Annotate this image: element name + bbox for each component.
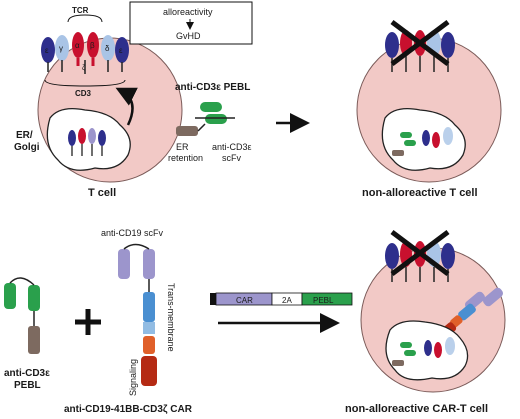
pebl-construct-bottom: anti-CD3ε PEBL xyxy=(4,277,50,391)
er-retention-label-2: retention xyxy=(168,153,203,163)
construct-pebl-label: PEBL xyxy=(313,296,334,305)
tcr-bracket xyxy=(67,14,103,23)
cross-mark-icon xyxy=(390,230,450,276)
cd3-epsilon-left xyxy=(41,37,55,63)
pebl-construct-top: anti-CD3ε PEBL ER retention anti-CD3ε sc… xyxy=(168,82,252,163)
pebl-title-top: anti-CD3ε PEBL xyxy=(175,82,250,93)
signaling-label: Signaling xyxy=(128,359,138,396)
tcr-beta xyxy=(87,32,99,58)
er-receptors xyxy=(68,128,106,156)
export-arrow xyxy=(115,87,138,126)
scfv-label-1: anti-CD3ε xyxy=(212,142,252,152)
chain-e-right: ε xyxy=(119,46,123,55)
car-construct: anti-CD19 scFv Trans-membrane Signaling … xyxy=(64,228,193,415)
transmembrane-label: Trans-membrane xyxy=(166,283,176,352)
er-golgi-label-2: Golgi xyxy=(14,142,40,153)
tcr-cd3-complex: ε γ α β δ ε ζ xyxy=(41,32,129,74)
alloreactivity-label: alloreactivity xyxy=(163,7,213,17)
gvhd-label: GvHD xyxy=(176,31,201,41)
tcr-alpha xyxy=(72,32,84,58)
scfv-domain-2 xyxy=(205,114,227,124)
er-retention-domain xyxy=(176,126,198,136)
cd3-label: CD3 xyxy=(75,89,92,98)
pebl-bottom-label-2: PEBL xyxy=(14,380,41,391)
chain-z: ζ xyxy=(82,65,85,72)
non-allo-car-label: non-alloreactive CAR-T cell xyxy=(345,403,488,415)
t-cell: ε γ α β δ ε ζ TCR CD3 ER/ Golgi T cell xyxy=(14,6,183,199)
cd3-delta xyxy=(101,35,115,61)
cd3-bracket xyxy=(44,79,126,87)
pebl-bottom-label-1: anti-CD3ε xyxy=(4,368,50,379)
car-title: anti-CD19-41BB-CD3ζ CAR xyxy=(64,404,193,415)
er-golgi-label-1: ER/ xyxy=(16,130,33,141)
er-retention-label-1: ER xyxy=(176,142,189,152)
tcr-label: TCR xyxy=(72,6,89,15)
cross-mark-icon xyxy=(390,20,450,66)
cd3-epsilon-right xyxy=(115,37,129,63)
chain-b: β xyxy=(90,41,95,50)
chain-d: δ xyxy=(105,44,110,53)
alloreactivity-box: alloreactivity GvHD xyxy=(129,1,253,45)
construct-car-label: CAR xyxy=(236,296,253,305)
expression-construct: CAR 2A PEBL xyxy=(210,292,353,306)
plus-icon xyxy=(75,309,101,335)
construct-2a-label: 2A xyxy=(282,296,292,305)
chain-a: α xyxy=(75,41,80,50)
chain-g: γ xyxy=(59,44,63,53)
non-allo-t-label: non-alloreactive T cell xyxy=(362,187,478,199)
chain-e-left: ε xyxy=(45,46,49,55)
non-allo-car-t-cell: non-alloreactive CAR-T cell xyxy=(345,230,506,415)
anti-cd19-scfv-label: anti-CD19 scFv xyxy=(101,228,164,238)
scfv-label-2: scFv xyxy=(222,153,241,163)
scfv-domain-1 xyxy=(200,102,222,112)
t-cell-label: T cell xyxy=(88,187,116,199)
cd3-gamma xyxy=(55,35,69,61)
non-allo-t-cell: non-alloreactive T cell xyxy=(356,20,502,199)
